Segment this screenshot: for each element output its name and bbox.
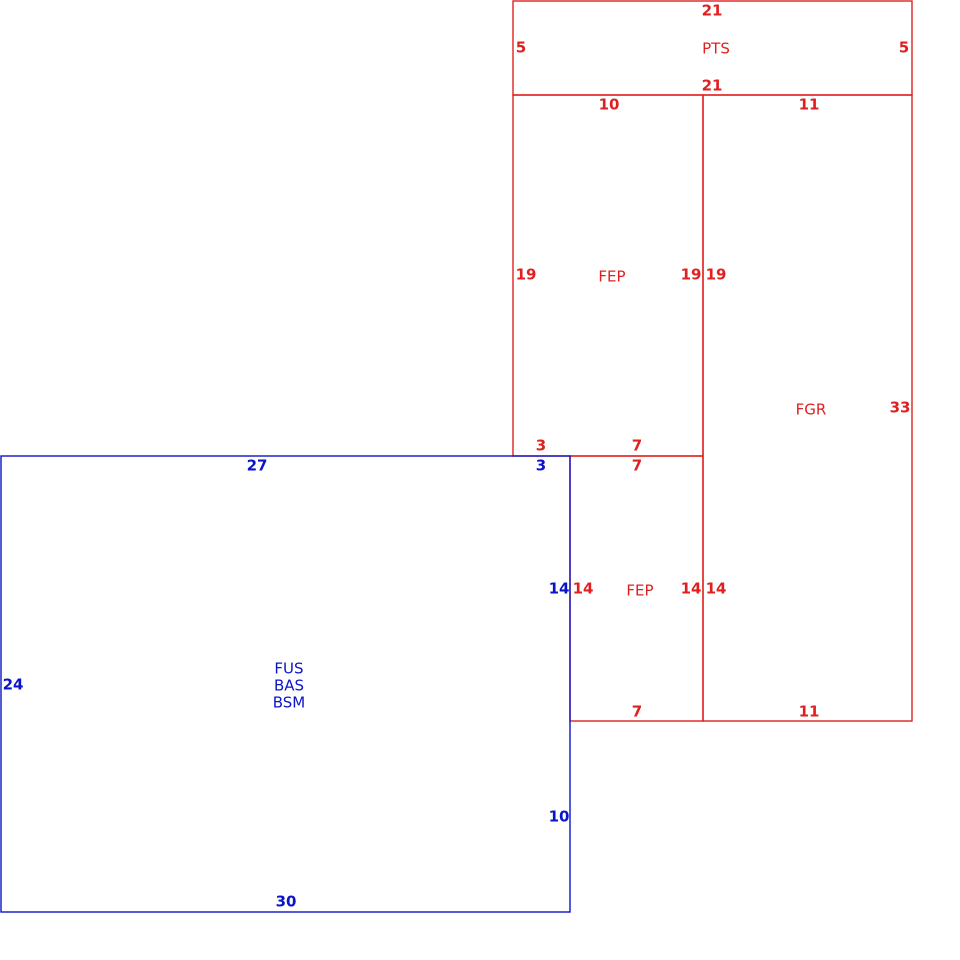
fgr-top-dimension: 11: [799, 96, 820, 114]
fep-upper-left-dimension: 19: [516, 266, 537, 284]
pts-room-name: PTS: [702, 40, 730, 58]
fgr-room-name: FGR: [796, 401, 827, 419]
fgr-room-outline: [702, 94, 913, 722]
fgr-left-upper-dimension: 19: [706, 266, 727, 284]
basement-room-name-1: FUS: [274, 660, 303, 678]
fep-lower-bottom-dimension: 7: [632, 703, 642, 721]
fgr-bottom-dimension: 11: [799, 703, 820, 721]
basement-room-name-2: BAS: [274, 677, 304, 695]
fgr-left-lower-dimension: 14: [706, 580, 727, 598]
fep-upper-top-dimension: 10: [599, 96, 620, 114]
pts-bottom-dimension: 21: [702, 77, 723, 95]
fep-lower-room-name: FEP: [626, 582, 653, 600]
fep-upper-room-name: FEP: [598, 268, 625, 286]
pts-left-dimension: 5: [516, 39, 526, 57]
basement-right-lower-dimension: 10: [549, 808, 570, 826]
pts-right-dimension: 5: [899, 39, 909, 57]
fep-lower-left-dimension: 14: [573, 580, 594, 598]
fep-upper-right-dimension: 19: [681, 266, 702, 284]
basement-bottom-dimension: 30: [276, 893, 297, 911]
basement-top-dimension: 27: [247, 457, 268, 475]
fep-lower-top-dimension: 7: [632, 457, 642, 475]
fep-lower-right-dimension: 14: [681, 580, 702, 598]
pts-top-dimension: 21: [702, 2, 723, 20]
basement-room-name-3: BSM: [273, 694, 306, 712]
fep-upper-bottom-left-dimension: 3: [536, 437, 546, 455]
basement-right-upper-dimension: 14: [549, 580, 570, 598]
fep-upper-bottom-right-dimension: 7: [632, 437, 642, 455]
fgr-right-dimension: 33: [890, 399, 911, 417]
basement-left-dimension: 24: [3, 676, 24, 694]
basement-top-right-dimension: 3: [536, 457, 546, 475]
basement-room-outline: [0, 455, 571, 913]
